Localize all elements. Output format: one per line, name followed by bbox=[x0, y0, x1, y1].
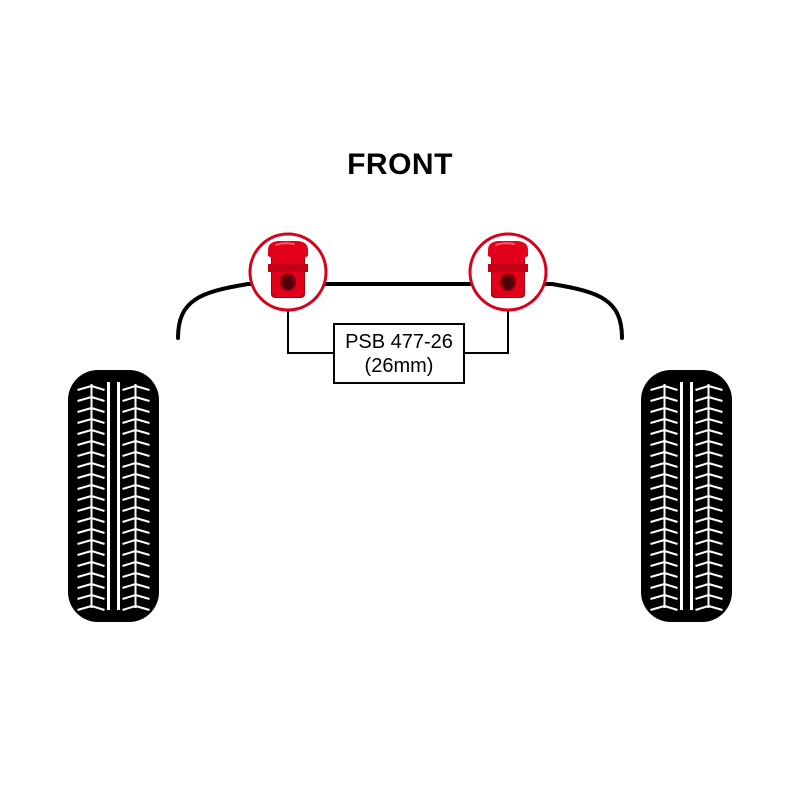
tyre-tread bbox=[77, 382, 150, 611]
polyurethane-bush-icon bbox=[488, 241, 528, 298]
part-number: PSB 477-26 bbox=[345, 331, 453, 353]
tyre-icon bbox=[68, 370, 159, 622]
anti-roll-bar bbox=[176, 282, 624, 340]
polyurethane-bush-icon bbox=[268, 241, 308, 298]
leader-line-left bbox=[287, 305, 333, 354]
bush-left bbox=[248, 232, 328, 312]
leader-line-right bbox=[465, 305, 509, 354]
tyre-icon bbox=[641, 370, 732, 622]
tyre-right bbox=[641, 370, 732, 622]
part-number-label: PSB 477-26 (26mm) bbox=[333, 323, 465, 384]
tyre-left bbox=[68, 370, 159, 622]
bush-right bbox=[468, 232, 548, 312]
orientation-label: FRONT bbox=[347, 148, 453, 181]
part-size: (26mm) bbox=[364, 355, 434, 377]
tyre-tread bbox=[650, 382, 723, 611]
